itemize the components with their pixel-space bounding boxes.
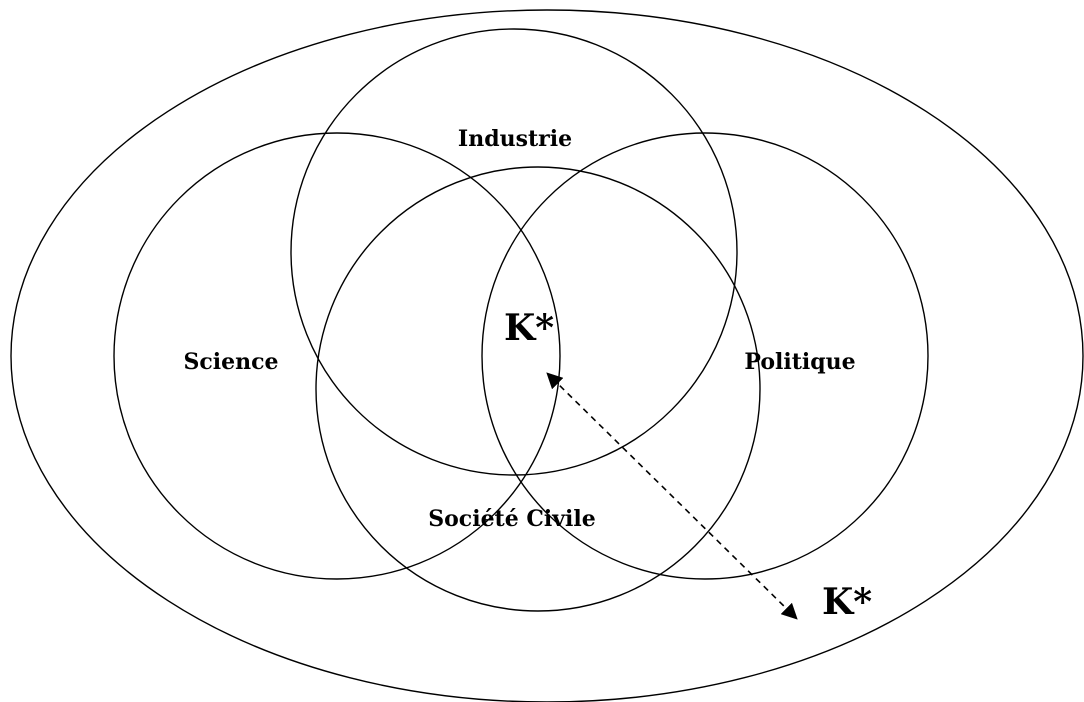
label-societe-civile: Société Civile [428,506,596,532]
label-industrie: Industrie [458,126,572,152]
circle-societe-civile [315,166,761,612]
outer-ellipse [10,9,1084,702]
label-k-center: K* [504,307,554,349]
circle-science [113,132,561,580]
label-science: Science [183,349,278,375]
dashed-arrow [546,372,798,620]
label-k-outside: K* [822,581,872,623]
circle-industrie [290,28,738,476]
label-politique: Politique [744,349,855,375]
